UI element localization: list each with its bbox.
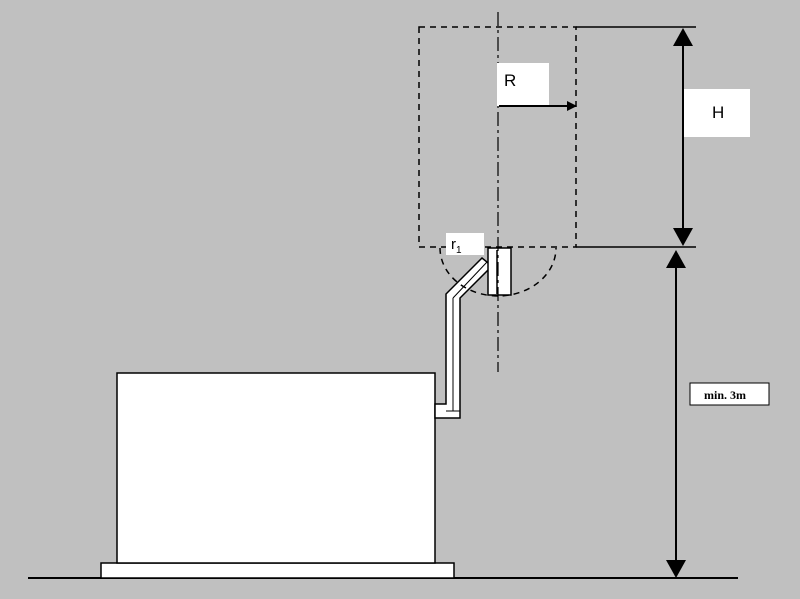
- h-arrow-bottom-head: [673, 228, 693, 246]
- equipment-box: [116, 372, 436, 564]
- nozzle-head: [487, 247, 512, 296]
- r1-subscript: 1: [456, 245, 462, 256]
- unit-base-plate: [100, 562, 455, 579]
- min-height-arrow-top-head: [666, 250, 686, 268]
- h-arrow-top-head: [673, 28, 693, 46]
- r1-label: r1: [451, 236, 462, 256]
- r1-label-box: [446, 233, 484, 255]
- r-label-box: [497, 63, 549, 106]
- min-height-arrow-bottom-head: [666, 560, 686, 578]
- pipe-diagonal-line: [452, 261, 488, 299]
- min-height-label: min. 3m: [704, 388, 746, 402]
- pipe-conduit: [434, 256, 494, 419]
- min-height-label-box: [689, 382, 770, 406]
- h-label: H: [712, 103, 724, 122]
- h-label-box: [684, 89, 750, 137]
- r1-arc: [439, 247, 557, 297]
- r1-letter: r: [451, 236, 456, 253]
- r-label: R: [504, 71, 516, 90]
